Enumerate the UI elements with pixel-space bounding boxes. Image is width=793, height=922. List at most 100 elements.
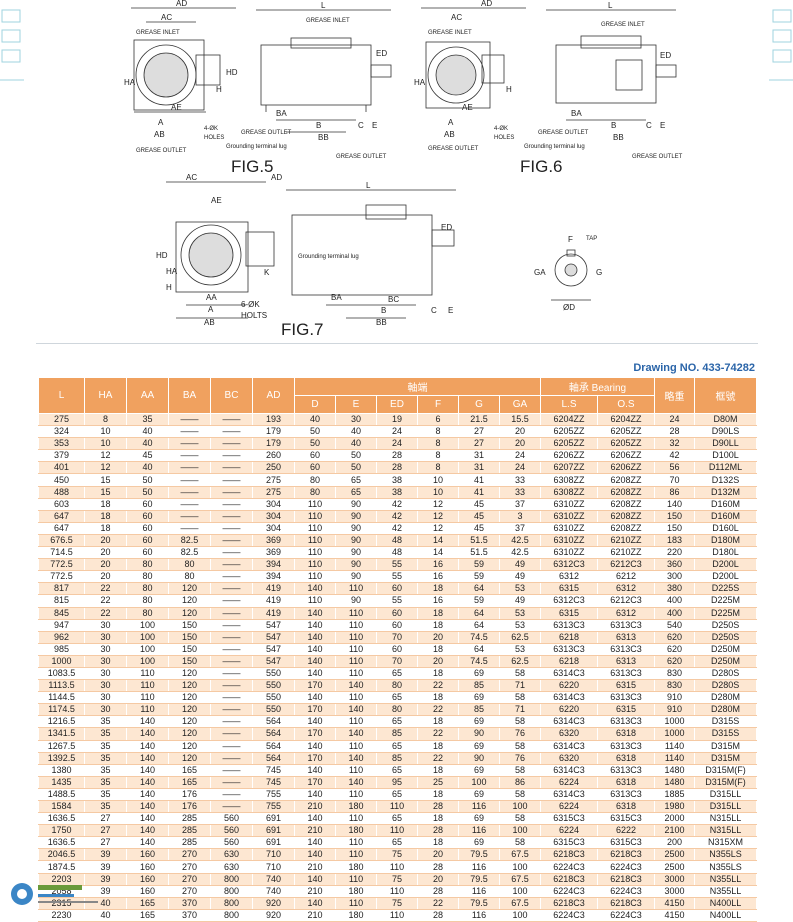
table-cell: 50: [294, 425, 336, 439]
table-cell: 85: [458, 703, 500, 717]
table-cell: 90: [335, 570, 377, 584]
table-cell: 6205ZZ: [597, 437, 655, 451]
table-cell: 58: [499, 812, 541, 826]
table-cell: D315M(F): [694, 776, 757, 789]
table-cell: 845: [38, 607, 85, 620]
table-cell: 140: [126, 836, 169, 850]
label-l-fig7: L: [366, 181, 371, 190]
table-cell: 20: [499, 437, 541, 451]
table-cell: 110: [335, 619, 377, 632]
table-cell: 800: [210, 885, 253, 898]
table-cell: 48: [376, 546, 418, 560]
table-cell: 6224C3: [597, 885, 655, 898]
table-cell: 210: [294, 800, 336, 814]
table-cell: 547: [252, 643, 295, 656]
table-cell: 110: [335, 764, 377, 777]
label-holes-fig6: HOLES: [494, 135, 514, 141]
table-cell: 620: [654, 643, 695, 656]
table-cell: 15: [84, 473, 127, 487]
table-cell: 45: [126, 449, 169, 463]
table-cell: 560: [210, 824, 253, 838]
table-cell: 193: [252, 413, 295, 427]
table-cell: 140: [126, 800, 169, 814]
table-cell: 30: [84, 691, 127, 705]
table-cell: 28: [417, 860, 459, 874]
table-cell: 755: [252, 788, 295, 802]
table-cell: D200L: [694, 570, 757, 584]
table-cell: 30: [84, 679, 127, 693]
label-holes4-fig5: 4-ØK: [204, 126, 218, 132]
table-cell: 40: [84, 909, 127, 922]
table-cell: 110: [335, 607, 377, 620]
table-cell: 6208ZZ: [597, 522, 655, 535]
table-cell: 691: [252, 812, 295, 826]
table-cell: 110: [294, 498, 336, 511]
table-cell: 6224: [540, 824, 598, 838]
table-cell: 120: [168, 691, 211, 705]
table-cell: 10: [417, 486, 459, 499]
table-cell: 69: [458, 667, 500, 681]
table-cell: 110: [335, 848, 377, 862]
table-cell: 80: [126, 558, 169, 572]
table-cell: ——: [210, 413, 253, 427]
table-cell: 1140: [654, 740, 695, 753]
table-cell: ——: [210, 679, 253, 693]
table-cell: 30: [84, 655, 127, 668]
table-cell: 18: [417, 788, 459, 802]
table-cell: D180M: [694, 534, 757, 548]
table-cell: 116: [458, 885, 500, 898]
table-cell: ——: [210, 631, 253, 644]
label-ga: GA: [534, 268, 546, 277]
table-cell: 6: [417, 413, 459, 427]
table-cell: 64: [458, 619, 500, 632]
table-cell: 6318: [597, 752, 655, 765]
table-cell: 79.5: [458, 897, 500, 910]
table-cell: 45: [458, 522, 500, 535]
table-cell: 160: [126, 885, 169, 898]
table-cell: 830: [654, 679, 695, 693]
table-cell: 120: [168, 607, 211, 620]
table-cell: 6218C3: [597, 848, 655, 862]
table-cell: 910: [654, 691, 695, 705]
table-cell: 2046.5: [38, 848, 85, 862]
table-cell: 285: [168, 836, 211, 850]
table-cell: 100: [458, 776, 500, 789]
table-cell: D225M: [694, 594, 757, 608]
table-cell: D180L: [694, 546, 757, 560]
table-cell: 6318: [597, 800, 655, 814]
label-grease-inlet-side6: GREASE INLET: [601, 22, 645, 28]
table-cell: 110: [126, 691, 169, 705]
table-cell: 1488.5: [38, 788, 85, 802]
table-cell: 20: [84, 546, 127, 560]
table-cell: 160: [126, 860, 169, 874]
table-cell: 140: [294, 691, 336, 705]
table-cell: 170: [294, 679, 336, 693]
table-cell: 20: [84, 534, 127, 548]
table-cell: 27: [458, 437, 500, 451]
table-cell: 60: [376, 607, 418, 620]
table-cell: 275: [252, 486, 295, 499]
table-cell: 1216.5: [38, 715, 85, 729]
table-cell: 3000: [654, 873, 695, 886]
table-cell: 140: [294, 897, 336, 910]
table-cell: 6218C3: [540, 848, 598, 862]
table-cell: 6314C3: [540, 667, 598, 681]
table-cell: 120: [168, 715, 211, 729]
table-cell: 920: [252, 909, 295, 922]
table-cell: 20: [417, 655, 459, 668]
table-cell: 110: [335, 715, 377, 729]
table-cell: 210: [294, 824, 336, 838]
table-cell: 419: [252, 607, 295, 620]
fig5-label: FIG.5: [231, 157, 274, 176]
table-cell: 140: [126, 740, 169, 753]
table-cell: 547: [252, 619, 295, 632]
table-cell: 30: [335, 413, 377, 427]
